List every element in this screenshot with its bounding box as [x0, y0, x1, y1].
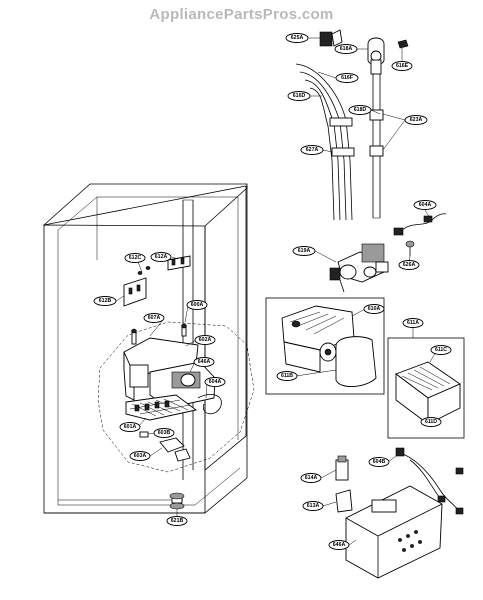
svg-text:619A: 619A — [298, 248, 311, 254]
svg-text:602A: 602A — [199, 337, 212, 343]
svg-text:603B: 603B — [158, 430, 171, 436]
callout-607A: 607A — [143, 313, 165, 323]
callout-627A: 627A — [300, 145, 324, 155]
callout-604A-top: 604A — [413, 200, 437, 210]
svg-text:603A: 603A — [134, 453, 147, 459]
svg-text:610A: 610A — [368, 306, 381, 312]
svg-text:611C: 611C — [435, 347, 447, 353]
ice-maker-assembly — [123, 255, 222, 510]
svg-text:604A: 604A — [209, 379, 222, 385]
callout-614A: 614A — [300, 473, 322, 483]
callout-602A: 602A — [194, 335, 216, 345]
callout-616D: 616D — [287, 91, 311, 101]
svg-text:627A: 627A — [306, 147, 319, 153]
callout-616F: 616F — [335, 73, 359, 83]
svg-text:612B: 612B — [99, 298, 112, 304]
svg-text:604B: 604B — [373, 459, 386, 465]
svg-text:607A: 607A — [148, 315, 161, 321]
callout-646A-bottom: 646A — [328, 540, 350, 550]
callout-613A: 613A — [302, 501, 324, 511]
callout-600A: 600A — [186, 300, 208, 310]
wire-harness-604A — [393, 213, 447, 256]
watermark: AppliancePartsPros.com — [149, 6, 334, 23]
svg-text:623A: 623A — [410, 117, 423, 123]
svg-text:646A: 646A — [198, 359, 211, 365]
callout-616E: 616E — [391, 61, 413, 71]
ice-maker-kit-box — [265, 297, 385, 395]
water-tube-assembly — [295, 29, 409, 221]
svg-text:611B: 611B — [281, 373, 293, 379]
refrigerator-cabinet — [42, 183, 248, 514]
callout-611C: 611C — [430, 345, 452, 355]
callout-611D: 611D — [420, 417, 442, 427]
svg-text:616E: 616E — [396, 63, 409, 69]
callout-618D: 618D — [348, 105, 372, 115]
svg-text:612A: 612A — [155, 254, 168, 260]
ice-bin-kit-box — [387, 337, 465, 439]
svg-text:616F: 616F — [341, 75, 353, 81]
svg-text:611D: 611D — [425, 419, 437, 425]
callout-612B: 612B — [93, 296, 117, 306]
svg-text:646A: 646A — [333, 542, 346, 548]
svg-text:613A: 613A — [307, 503, 320, 509]
svg-text:621B: 621B — [171, 518, 184, 524]
callout-625A: 625A — [285, 33, 309, 43]
water-valve — [329, 243, 389, 293]
callout-612C: 612C — [124, 253, 146, 263]
callout-603A: 603A — [129, 451, 151, 461]
svg-text:625A: 625A — [291, 35, 304, 41]
callout-646A: 646A — [193, 357, 215, 367]
svg-text:618A: 618A — [340, 46, 353, 52]
svg-text:601A: 601A — [124, 424, 137, 430]
callout-621B: 621B — [166, 516, 188, 526]
svg-text:611A: 611A — [407, 320, 419, 326]
callout-619A: 619A — [292, 246, 316, 256]
callout-618A: 618A — [334, 44, 358, 54]
callout-626A: 626A — [398, 260, 420, 270]
callout-604B: 604B — [368, 457, 390, 467]
callout-610A: 610A — [363, 304, 385, 314]
callout-604A: 604A — [204, 377, 226, 387]
callout-612A: 612A — [150, 252, 172, 262]
svg-text:614A: 614A — [305, 475, 318, 481]
svg-text:600A: 600A — [191, 302, 204, 308]
leader-lines — [115, 37, 438, 546]
dispenser-parts — [335, 447, 464, 579]
part-callouts: 625A 618A 616E 616F 616D 618D 623A 627A … — [93, 33, 452, 550]
svg-text:616D: 616D — [293, 93, 306, 99]
svg-text:612C: 612C — [129, 255, 142, 261]
svg-text:626A: 626A — [403, 262, 416, 268]
callout-611B: 611B — [276, 371, 298, 381]
callout-623A: 623A — [404, 115, 428, 125]
callout-601A: 601A — [119, 422, 141, 432]
svg-text:618D: 618D — [354, 107, 367, 113]
callout-611A: 611A — [402, 318, 424, 328]
ice-maker-exploded-outline — [97, 321, 255, 473]
svg-text:604A: 604A — [419, 202, 432, 208]
callout-603B: 603B — [153, 428, 175, 438]
